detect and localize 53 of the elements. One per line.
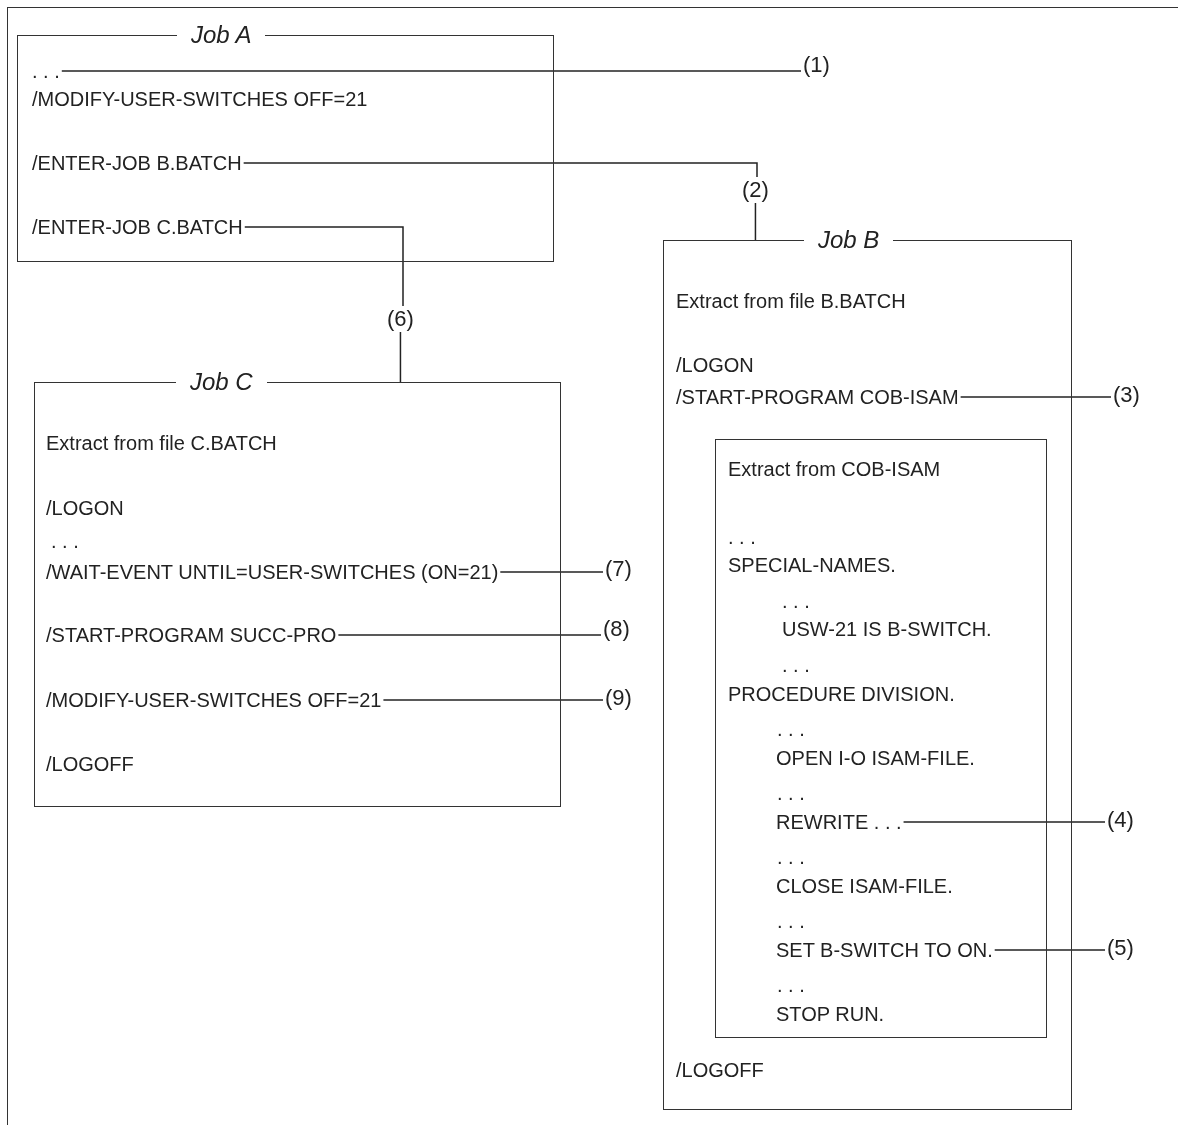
callout-number: (4) — [1107, 808, 1134, 832]
code-line: . . . — [777, 781, 805, 805]
code-line: /START-PROGRAM COB-ISAM — [676, 385, 959, 409]
code-line: . . . — [777, 717, 805, 741]
callout-number: (8) — [603, 617, 630, 641]
code-line: . . . — [32, 59, 60, 83]
leader-line — [754, 202, 757, 241]
code-line: . . . — [728, 525, 756, 549]
code-line: . . . — [782, 653, 810, 677]
code-line: SET B-SWITCH TO ON. — [776, 938, 993, 962]
code-line: SPECIAL-NAMES. — [728, 553, 896, 577]
leader-line — [499, 571, 604, 573]
leader-line — [993, 949, 1106, 951]
callout-number: (1) — [803, 53, 830, 77]
code-line: . . . — [782, 589, 810, 613]
code-line: /LOGON — [46, 496, 124, 520]
leader-line — [242, 162, 758, 178]
code-line: /MODIFY-USER-SWITCHES OFF=21 — [32, 87, 368, 111]
code-line: /LOGOFF — [46, 752, 134, 776]
leader-line — [902, 821, 1106, 823]
code-line: . . . — [777, 973, 805, 997]
callout-number: (9) — [605, 686, 632, 710]
callout-number: (2) — [742, 178, 769, 202]
code-line: Extract from file C.BATCH — [46, 431, 277, 455]
callout-number: (6) — [387, 307, 414, 331]
callout-number: (5) — [1107, 936, 1134, 960]
code-line: REWRITE . . . — [776, 810, 902, 834]
program-box — [715, 439, 1047, 1038]
code-line: /MODIFY-USER-SWITCHES OFF=21 — [46, 688, 382, 712]
code-line: /ENTER-JOB B.BATCH — [32, 151, 242, 175]
leader-line — [244, 226, 404, 307]
leader-line — [337, 634, 602, 636]
code-line: . . . — [777, 909, 805, 933]
code-line: CLOSE ISAM-FILE. — [776, 874, 953, 898]
code-line: STOP RUN. — [776, 1002, 885, 1026]
callout-number: (3) — [1113, 383, 1140, 407]
box-heading: Extract from COB-ISAM — [728, 457, 941, 481]
code-line: Extract from file B.BATCH — [676, 289, 906, 313]
code-line: /ENTER-JOB C.BATCH — [32, 215, 243, 239]
code-line: /WAIT-EVENT UNTIL=USER-SWITCHES (ON=21) — [46, 560, 499, 584]
code-line: /START-PROGRAM SUCC-PRO — [46, 623, 337, 647]
code-line: PROCEDURE DIVISION. — [728, 682, 955, 706]
code-line: /LOGON — [676, 353, 754, 377]
code-line: . . . — [777, 845, 805, 869]
callout-number: (7) — [605, 557, 632, 581]
code-line: USW-21 IS B-SWITCH. — [782, 617, 992, 641]
code-line: OPEN I-O ISAM-FILE. — [776, 746, 975, 770]
leader-line — [959, 396, 1112, 398]
code-line: /LOGOFF — [676, 1058, 764, 1082]
leader-line — [382, 699, 604, 701]
leader-line — [61, 70, 802, 72]
code-line: . . . — [51, 529, 79, 553]
leader-line — [399, 331, 402, 383]
